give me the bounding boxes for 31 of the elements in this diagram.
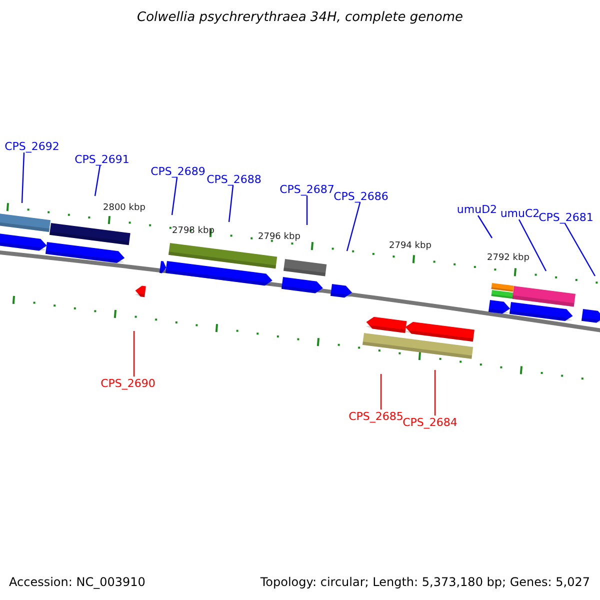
footer-text: Accession: NC_003910 bbox=[9, 575, 146, 589]
leader-line bbox=[380, 374, 382, 410]
gene-label: CPS_2688 bbox=[206, 172, 262, 186]
footer-text: Topology: circular; Length: 5,373,180 bp; Genes: 5,027 bbox=[260, 575, 590, 589]
title: Colwellia psychrerythraea 34H, complete genome bbox=[136, 10, 464, 25]
leader-line bbox=[21, 152, 25, 204]
scale-label: 2794 kbp bbox=[389, 241, 432, 251]
gene-label: CPS_2690 bbox=[100, 376, 156, 390]
leader-line bbox=[306, 196, 308, 225]
leader-line bbox=[94, 165, 101, 196]
gene-label: CPS_2685 bbox=[348, 410, 404, 422]
leader-line bbox=[434, 370, 436, 416]
gene-label: CPS_2684 bbox=[402, 416, 458, 428]
gene-label: CPS_2692 bbox=[4, 140, 60, 152]
gene-label: umuC2 bbox=[500, 206, 540, 220]
scale-label: 2796 kbp bbox=[258, 232, 300, 242]
leader-line bbox=[346, 202, 361, 252]
gene-label: CPS_2686 bbox=[334, 190, 388, 202]
leader-line bbox=[518, 219, 547, 272]
leader-line bbox=[228, 185, 234, 222]
leader-line bbox=[133, 331, 135, 376]
gene-label: umuD2 bbox=[456, 202, 498, 216]
gene-label: CPS_2681 bbox=[538, 210, 594, 224]
gene-label: CPS_2687 bbox=[280, 182, 334, 196]
scale-label: 2792 kbp bbox=[487, 253, 530, 263]
scale-label: 2800 kbp bbox=[103, 203, 146, 213]
leader-line bbox=[478, 215, 492, 238]
gene-label: CPS_2689 bbox=[150, 164, 206, 178]
leader-line bbox=[171, 177, 178, 216]
gene-label: CPS_2691 bbox=[74, 152, 130, 166]
leader-line bbox=[564, 223, 596, 276]
